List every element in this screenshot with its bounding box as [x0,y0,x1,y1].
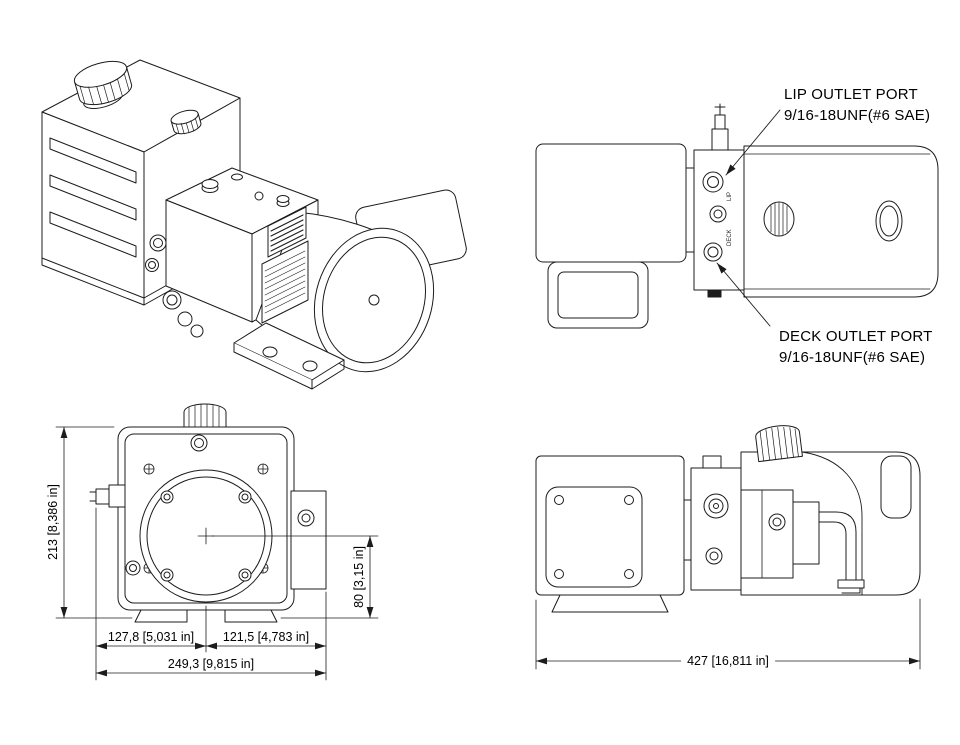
deck-outlet-callout-line2: 9/16-18UNF(#6 SAE) [779,349,926,366]
deck-outlet-callout-line1: DECK OUTLET PORT [779,328,933,345]
tank-cap-2 [755,425,803,463]
lip-port [702,171,724,193]
motor-nameplate [261,206,309,324]
front-dimensions [55,426,379,681]
pump-fittings [145,234,204,338]
deck-port [703,242,723,262]
lip-outlet-callout-line1: LIP OUTLET PORT [784,86,918,103]
length-view [535,425,921,670]
valve-block-length [690,455,742,591]
lip-outlet-callout-line2: 9/16-18UNF(#6 SAE) [784,107,931,124]
front-port-circle [297,509,315,527]
lip-outlet-callout: LIP OUTLET PORT 9/16-18UNF(#6 SAE) [784,84,930,126]
motor-length [535,455,685,613]
deck-outlet-callout: DECK OUTLET PORT 9/16-18UNF(#6 SAE) [779,326,933,368]
front-left-fitting [89,484,141,576]
side-view: LIP DECK [535,103,939,329]
isometric-view [41,59,467,390]
dim-overall-height: 213 [8,386 in] [46,484,60,560]
dim-width-left: 127,8 [5,031 in] [107,630,195,644]
front-filler-cap [183,403,227,429]
front-view [55,403,379,681]
deck-port-marking: DECK [727,229,733,246]
lip-port-marking: LIP [727,192,733,201]
relief-valve [711,103,729,151]
motor-side [535,143,687,263]
lip-leader-line [725,109,781,176]
dim-width-right: 121,5 [4,783 in] [222,630,310,644]
front-feet [134,609,278,623]
pump-length [740,489,820,579]
tank-cap-knob [763,201,795,237]
motor-bracket-side [547,261,649,329]
tank-side [743,145,939,298]
front-pump-flange [290,490,327,590]
sight-slot [880,455,912,519]
front-breather [190,434,208,452]
dim-overall-length: 427 [16,811 in] [681,654,775,668]
handhole [875,200,903,242]
breather-cap [170,109,202,135]
dim-outlet-height: 80 [3,15 in] [352,546,366,608]
dim-overall-width: 249,3 [9,815 in] [167,657,255,671]
mid-port [709,205,727,223]
deck-outlet-bottom [707,289,722,298]
mounting-bracket [233,322,345,390]
filler-cap [73,60,133,109]
deck-leader-line [716,262,771,327]
elbow-fitting [818,511,865,594]
front-motor [139,469,273,603]
motor-foot [551,594,669,613]
